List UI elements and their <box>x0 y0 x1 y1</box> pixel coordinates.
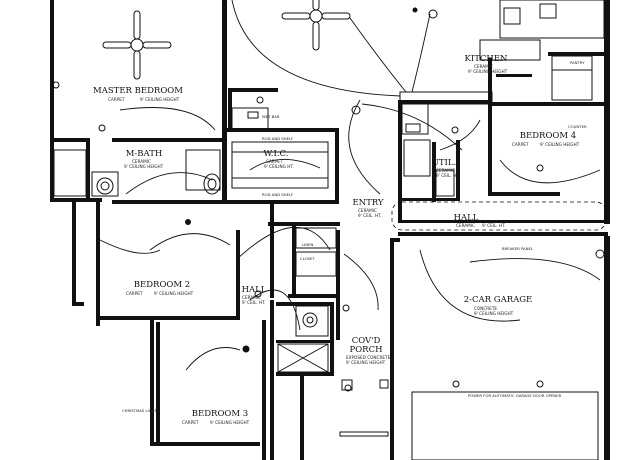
room-bedroom-2: BEDROOM 2 CARPET 9' CEILING HEIGHT <box>126 280 194 296</box>
room-kitchen: KITCHEN CERAMIC 9' CEILING HEIGHT <box>465 54 508 74</box>
svg-text:9' CEILING HT.: 9' CEILING HT. <box>264 164 294 169</box>
fixtures <box>53 0 605 460</box>
svg-text:CARPET: CARPET <box>108 97 125 102</box>
svg-text:CARPET: CARPET <box>182 420 199 425</box>
svg-text:BEDROOM 2: BEDROOM 2 <box>134 280 190 290</box>
svg-text:9' CEILING HEIGHT: 9' CEILING HEIGHT <box>346 360 386 365</box>
svg-text:EXPOSED CONCRETE: EXPOSED CONCRETE <box>346 355 391 360</box>
pantry-note: PANTRY <box>570 60 585 65</box>
svg-text:CONCRETE: CONCRETE <box>474 306 497 311</box>
wet-bar-note: WET BAR <box>262 114 280 119</box>
svg-text:ENTRY: ENTRY <box>352 198 383 208</box>
christmas-lights-note: CHRISTMAS LIGHTS <box>122 408 160 413</box>
room-entry: ENTRY CERAMIC 9' CEIL. HT. <box>352 198 383 218</box>
rod-shelf-note: ROD AND SHELF <box>262 192 293 197</box>
svg-text:9' CEILING HEIGHT: 9' CEILING HEIGHT <box>474 311 514 316</box>
rod-shelf-note: ROD AND SHELF <box>262 136 293 141</box>
svg-text:9' CEIL. HT.: 9' CEIL. HT. <box>482 223 506 228</box>
room-bedroom-4: BEDROOM 4 CARPET 9' CEILING HEIGHT <box>512 131 580 147</box>
svg-text:CERAMIC: CERAMIC <box>242 295 261 300</box>
svg-text:9' CEIL. HT.: 9' CEIL. HT. <box>358 213 382 218</box>
svg-text:CERAMIC: CERAMIC <box>456 223 475 228</box>
svg-text:BEDROOM 4: BEDROOM 4 <box>520 131 576 141</box>
svg-text:PORCH: PORCH <box>349 345 382 355</box>
svg-text:CARPET: CARPET <box>512 142 529 147</box>
svg-text:9' CEIL. HT.: 9' CEIL. HT. <box>436 173 460 178</box>
svg-text:BEDROOM 3: BEDROOM 3 <box>192 409 248 419</box>
room-wic: W.I.C. CARPET 9' CEILING HT. <box>264 149 294 169</box>
svg-text:CERAMIC: CERAMIC <box>474 64 493 69</box>
hall-dashed-soffit <box>391 201 607 231</box>
svg-text:CERAMIC: CERAMIC <box>132 159 151 164</box>
room-m-bath: M-BATH CERAMIC 9' CEILING HEIGHT <box>124 149 164 169</box>
room-hall-west: HALL CERAMIC 9' CEIL. HT. <box>242 285 267 305</box>
svg-text:9' CEILING HEIGHT: 9' CEILING HEIGHT <box>540 142 580 147</box>
room-master-bedroom: MASTER BEDROOM CARPET 9' CEILING HEIGHT <box>93 86 183 102</box>
svg-text:9' CEILING HEIGHT: 9' CEILING HEIGHT <box>154 291 194 296</box>
svg-text:9' CEILING HEIGHT: 9' CEILING HEIGHT <box>210 420 250 425</box>
room-covd-porch: COV'D PORCH EXPOSED CONCRETE 9' CEILING … <box>346 336 391 365</box>
svg-text:9' CEILING HEIGHT: 9' CEILING HEIGHT <box>124 164 164 169</box>
svg-text:CARPET: CARPET <box>126 291 143 296</box>
room-2-car-garage: 2-CAR GARAGE CONCRETE 9' CEILING HEIGHT <box>464 295 533 316</box>
linen-note: LINEN <box>302 242 313 247</box>
ceiling-fan-master-icon <box>102 10 172 80</box>
svg-text:CERAMIC: CERAMIC <box>436 168 455 173</box>
svg-text:HALL: HALL <box>242 285 267 295</box>
svg-text:CERAMIC: CERAMIC <box>358 208 377 213</box>
annotations: ROD AND SHELF ROD AND SHELF CLOSET LINEN… <box>122 60 587 413</box>
svg-text:2-CAR GARAGE: 2-CAR GARAGE <box>464 295 533 305</box>
svg-text:9' CEILING HEIGHT: 9' CEILING HEIGHT <box>140 97 180 102</box>
closet-note: CLOSET <box>300 256 315 261</box>
walls <box>50 0 610 460</box>
svg-text:KITCHEN: KITCHEN <box>465 54 508 64</box>
room-util: UTIL. CERAMIC 9' CEIL. HT. <box>432 158 460 178</box>
counter-note: COUNTER <box>568 124 587 129</box>
light-fixture-icons <box>52 7 605 392</box>
svg-text:9' CEILING HEIGHT: 9' CEILING HEIGHT <box>468 69 508 74</box>
svg-text:CARPET: CARPET <box>266 159 283 164</box>
garage-door-opener-note: POWER FOR AUTOMATIC GARAGE DOOR OPENER <box>468 393 562 398</box>
svg-text:HALL: HALL <box>454 213 479 223</box>
room-hall-east: HALL CERAMIC 9' CEIL. HT. <box>454 213 506 228</box>
svg-text:M-BATH: M-BATH <box>126 149 163 159</box>
room-name: MASTER BEDROOM <box>93 86 183 96</box>
svg-text:COV'D: COV'D <box>352 336 381 346</box>
ceiling-fan-living-icon <box>281 0 351 51</box>
breaker-panel-note: BREAKER PANEL <box>502 246 534 251</box>
room-bedroom-3: BEDROOM 3 CARPET 9' CEILING HEIGHT <box>182 409 250 425</box>
svg-text:9' CEIL. HT.: 9' CEIL. HT. <box>242 300 266 305</box>
circuit-lines <box>99 0 601 371</box>
svg-text:UTIL.: UTIL. <box>432 158 457 168</box>
svg-text:W.I.C.: W.I.C. <box>264 149 289 159</box>
